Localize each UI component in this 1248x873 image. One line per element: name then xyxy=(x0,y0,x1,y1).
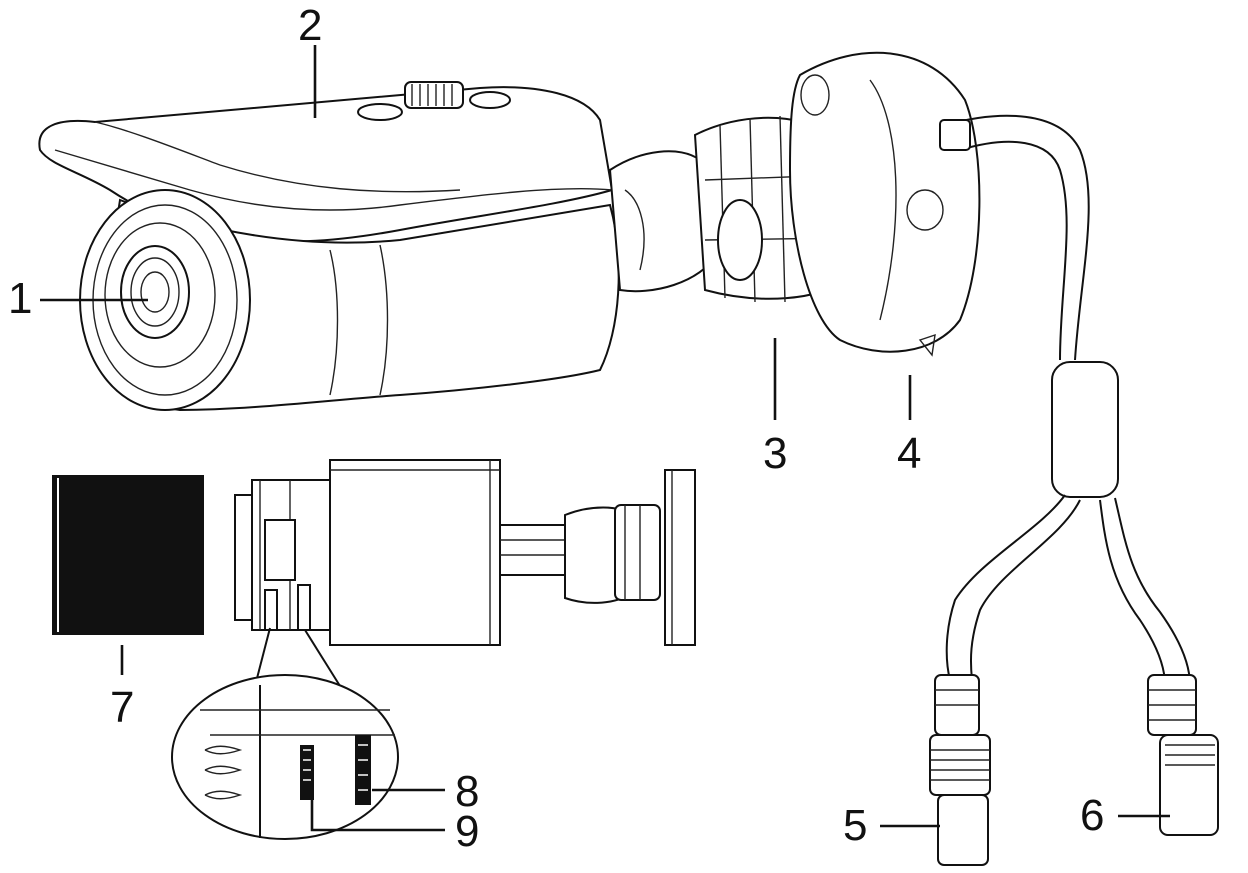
leader-9 xyxy=(310,800,445,832)
circuit-boards xyxy=(234,479,331,631)
callout-labels: 1 2 3 4 5 6 7 8 9 xyxy=(8,1,1104,856)
callout-3: 3 xyxy=(763,429,787,478)
callout-7: 7 xyxy=(110,683,134,732)
mounting-base xyxy=(788,51,981,357)
dip-switch-1 xyxy=(300,745,314,800)
adjust-knob xyxy=(357,81,511,121)
cable-harness xyxy=(939,114,1191,686)
internal-mount xyxy=(499,469,696,646)
dip-switch-2 xyxy=(355,735,371,805)
callout-8: 8 xyxy=(455,767,479,816)
front-cover xyxy=(52,475,204,635)
callout-1: 1 xyxy=(8,274,32,323)
internal-view xyxy=(52,459,696,840)
power-connector xyxy=(1147,674,1219,836)
bnc-connector xyxy=(929,674,991,866)
callout-9: 9 xyxy=(455,807,479,856)
lens xyxy=(120,245,190,339)
detail-zoom xyxy=(171,674,399,840)
callout-4: 4 xyxy=(897,429,921,478)
callout-5: 5 xyxy=(843,801,867,850)
callout-2: 2 xyxy=(298,1,322,50)
sensor-housing xyxy=(329,459,501,646)
camera-assembly xyxy=(38,51,1219,866)
callout-6: 6 xyxy=(1080,791,1104,840)
leader-lines xyxy=(40,45,1170,832)
